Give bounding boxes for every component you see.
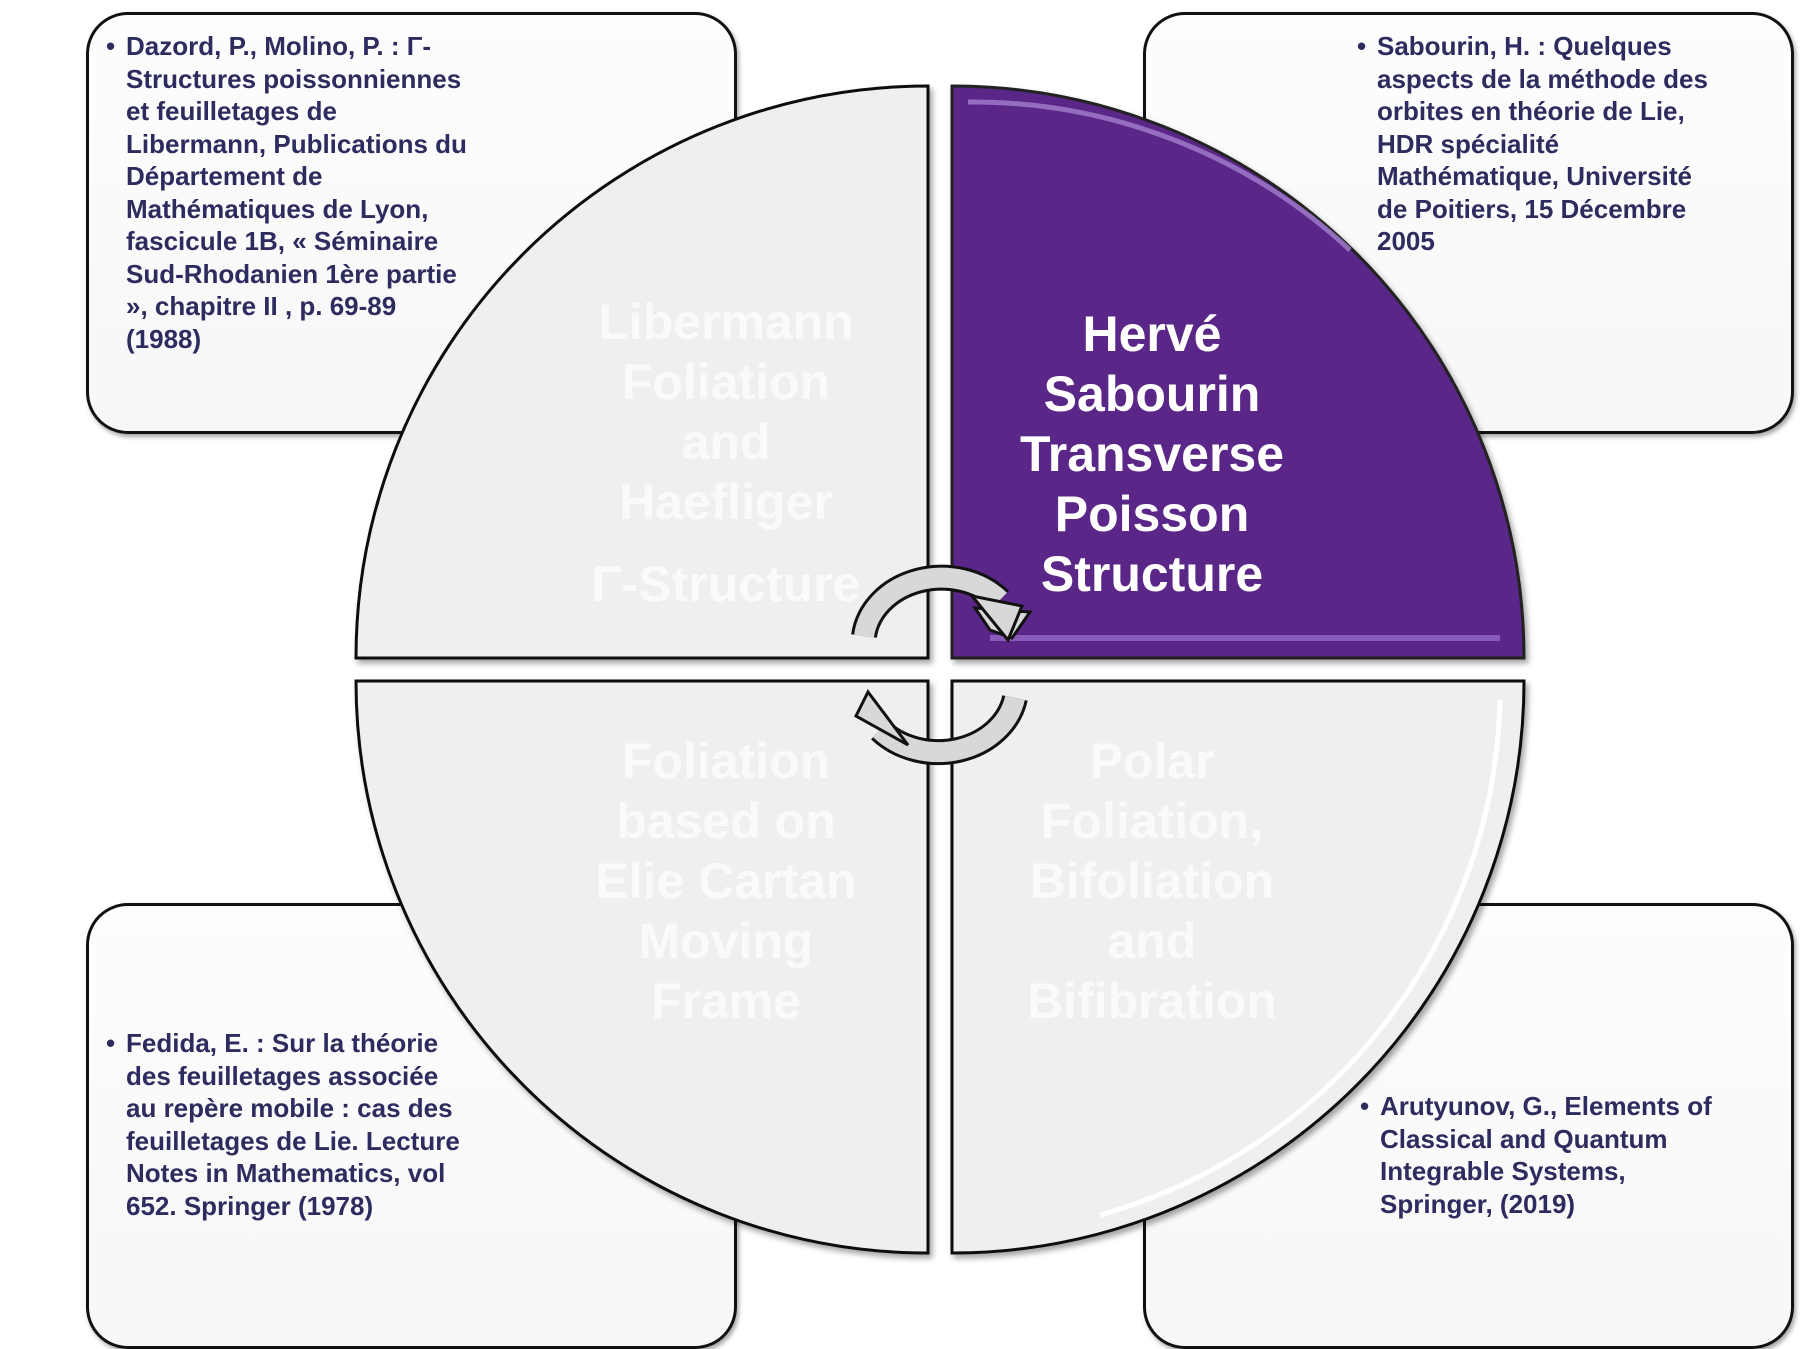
ref-line: Springer, (2019): [1380, 1188, 1576, 1219]
title-line: Foliation,: [1040, 793, 1264, 849]
ref-line: (1988): [126, 323, 202, 354]
ref-line: Classical and Quantum: [1380, 1123, 1668, 1154]
quadrant-title-top-right: Hervé Sabourin Transverse Poisson Struct…: [872, 304, 1432, 604]
title-line: Bifoliation: [1029, 853, 1275, 909]
title-line: Elie Cartan: [595, 853, 857, 909]
title-line: Foliation: [621, 354, 831, 410]
title-line: Poisson: [1054, 486, 1250, 542]
circular-arrow-bottom-icon: [854, 689, 1028, 766]
title-line: Transverse: [1019, 426, 1285, 482]
ref-line: Département de: [126, 161, 323, 191]
ref-line: Mathématique, Université: [1377, 161, 1692, 191]
quadrant-bottom-right: [950, 679, 1526, 1255]
ref-line: Structures poissonniennes: [126, 63, 462, 94]
ref-line: de Poitiers, 15 Décembre: [1377, 193, 1687, 224]
quadrant-bottom-left: [354, 679, 930, 1255]
ref-line: 652. Springer (1978): [126, 1190, 374, 1221]
title-line: Γ-Structure: [591, 556, 861, 612]
circular-arrow-top-icon: [851, 564, 1033, 643]
title-line: Haefliger: [619, 474, 833, 530]
ref-line: Notes in Mathematics, vol: [126, 1158, 446, 1188]
title-line: Structure: [1040, 546, 1264, 602]
ref-line: Sabourin, H. : Quelques: [1377, 31, 1672, 61]
reference-bottom-right: • Arutyunov, G., Elements of Classical a…: [1360, 1090, 1804, 1220]
quadrant-title-top-left: Libermann Foliation and Haefliger Γ-Stru…: [446, 292, 1006, 614]
quadrant-title-bottom-left: Foliation based on Elie Cartan Moving Fr…: [446, 731, 1006, 1031]
reference-bottom-left: • Fedida, E. : Sur la théorie des feuill…: [106, 1027, 566, 1222]
ref-line: Sud-Rhodanien 1ère partie: [126, 258, 457, 289]
ref-line: et feuilletages de: [126, 96, 337, 126]
ref-line: Fedida, E. : Sur la théorie: [126, 1028, 439, 1058]
reference-top-left: • Dazord, P., Molino, P. : Γ- Structures…: [106, 30, 566, 355]
ref-line: », chapitre II , p. 69-89: [126, 291, 397, 321]
reference-top-right: • Sabourin, H. : Quelques aspects de la …: [1357, 30, 1804, 258]
bullet: •: [1357, 31, 1367, 61]
title-line: Polar: [1089, 733, 1215, 789]
bullet: •: [1360, 1091, 1370, 1121]
ref-line: Mathématiques de Lyon,: [126, 193, 429, 224]
ref-line: Arutyunov, G., Elements of: [1380, 1091, 1712, 1121]
title-line: based on: [616, 793, 836, 849]
ref-line: orbites en théorie de Lie,: [1377, 96, 1685, 126]
ref-line: HDR spécialité: [1377, 128, 1560, 159]
ref-line: des feuilletages associée: [126, 1060, 439, 1091]
quadrant-top-right-highlight: [967, 99, 1352, 252]
title-line: Bifibration: [1027, 973, 1277, 1029]
quadrant-top-right: [950, 84, 1526, 660]
ref-line: aspects de la méthode des: [1377, 63, 1708, 94]
bullet: •: [106, 31, 116, 61]
title-line: Moving: [638, 913, 814, 969]
ref-line: fascicule 1B, « Séminaire: [126, 226, 439, 256]
title-line: and: [681, 414, 771, 470]
quadrant-top-left: [354, 84, 930, 660]
quadrant-bottom-right-highlight: [1099, 699, 1503, 1218]
ref-line: Integrable Systems,: [1380, 1156, 1626, 1186]
quadrant-title-bottom-right: Polar Foliation, Bifoliation and Bifibra…: [872, 731, 1432, 1031]
cycle-diagram: [354, 84, 1526, 1255]
title-line: Libermann: [598, 294, 854, 350]
title-line: Foliation: [621, 733, 831, 789]
bullet: •: [106, 1028, 116, 1058]
title-line: Frame: [650, 973, 802, 1029]
ref-line: Libermann, Publications du: [126, 128, 467, 159]
title-line: Sabourin: [1043, 366, 1261, 422]
title-line: Hervé: [1082, 306, 1222, 362]
ref-line: au repère mobile : cas des: [126, 1093, 453, 1123]
ref-line: Dazord, P., Molino, P. : Γ-: [126, 31, 432, 61]
ref-line: 2005: [1377, 226, 1435, 256]
title-line: and: [1107, 913, 1197, 969]
ref-line: feuilletages de Lie. Lecture: [126, 1125, 460, 1156]
